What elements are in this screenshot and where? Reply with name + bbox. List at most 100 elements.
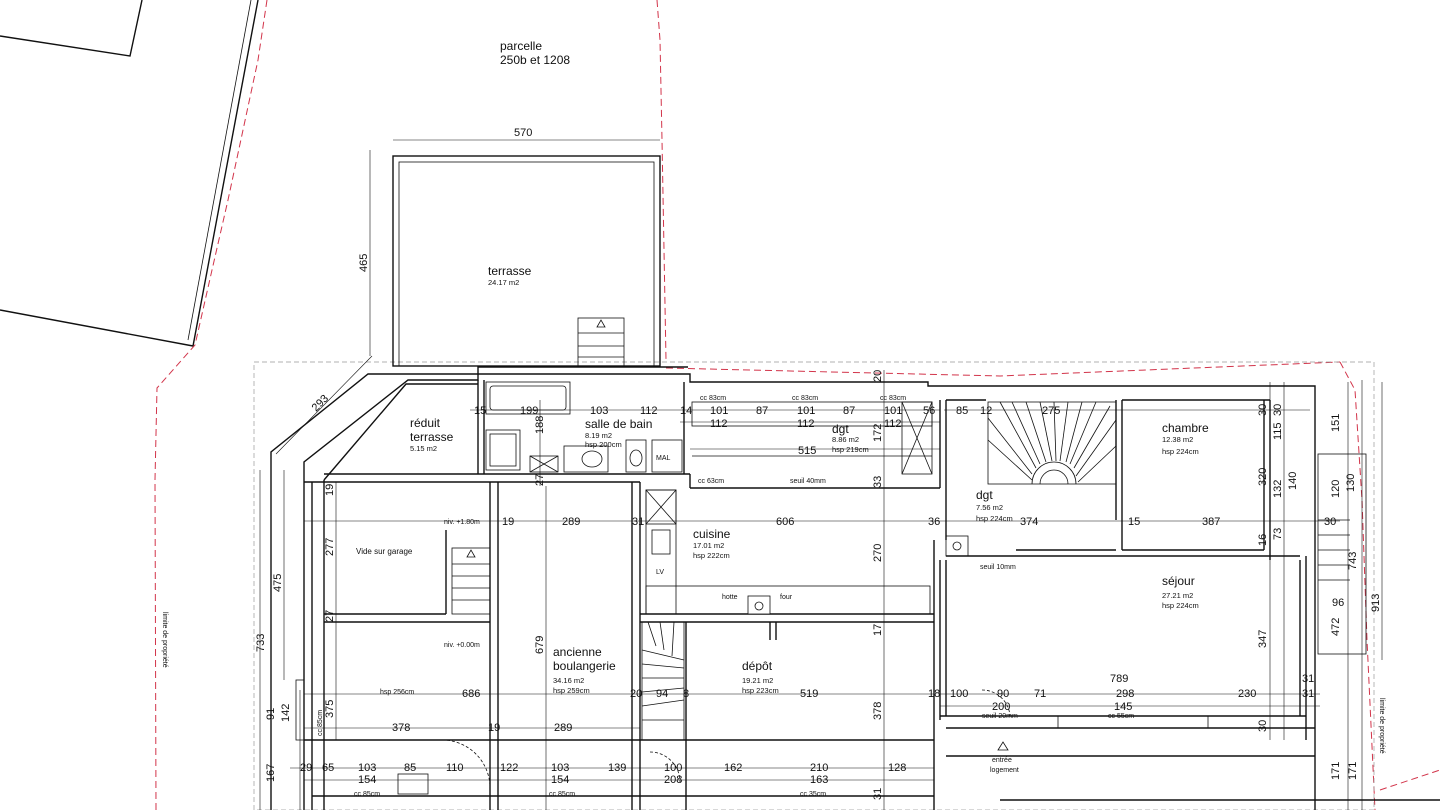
sdb-height: hsp 200cm — [585, 440, 622, 449]
lv-label: LV — [656, 569, 664, 576]
dim-270: 270 — [872, 544, 884, 562]
sejour-area: 27.21 m2 — [1162, 591, 1193, 600]
dgt1-name: dgt — [832, 422, 849, 436]
dim-30-d: 30 — [1257, 720, 1269, 732]
dimension-values: 570 465 293 20 15 199 103 112 14 101 87 … — [255, 127, 1382, 800]
dim-200: 200 — [992, 701, 1010, 713]
right-exterior-steps — [1317, 453, 1367, 655]
seuil-40-label: seuil 40mm — [790, 478, 826, 485]
dim-275: 275 — [1042, 405, 1060, 417]
doors — [295, 679, 1209, 795]
cc-83-label-c: cc 83cm — [880, 395, 906, 402]
cc-83-label-b: cc 83cm — [792, 395, 818, 402]
dim-606: 606 — [776, 516, 794, 528]
dim-27-a: 27 — [534, 474, 546, 486]
terrasse-area: 24.17 m2 — [488, 278, 519, 287]
entree-label-2: logement — [990, 767, 1019, 774]
dim-110: 110 — [446, 762, 464, 774]
terrace — [392, 155, 661, 367]
dim-65: 65 — [322, 762, 334, 774]
dgt1-height: hsp 219cm — [832, 445, 869, 454]
dgt2-height: hsp 224cm — [976, 514, 1013, 523]
dim-87-a: 87 — [756, 405, 768, 417]
dim-112-b: 112 — [710, 418, 728, 430]
niv-top-label: niv. +1.80m — [444, 519, 480, 526]
chambre-name: chambre — [1162, 421, 1209, 435]
boulangerie-height: hsp 259cm — [553, 686, 590, 695]
dim-115: 115 — [1272, 422, 1284, 440]
depot-name: dépôt — [742, 659, 773, 673]
depot-height: hsp 223cm — [742, 686, 779, 695]
dim-29: 29 — [300, 762, 312, 774]
dim-27-b: 27 — [324, 610, 336, 622]
dim-30-c: 30 — [1324, 516, 1336, 528]
dim-789: 789 — [1110, 673, 1128, 685]
dim-73: 73 — [1272, 528, 1284, 540]
building-walls — [270, 366, 1440, 810]
dim-130: 130 — [1345, 474, 1357, 492]
dim-19-a: 19 — [324, 484, 336, 496]
cuisine-height: hsp 222cm — [693, 551, 730, 560]
dim-472: 472 — [1330, 618, 1342, 636]
sejour-name: séjour — [1162, 574, 1195, 588]
hull-outline — [253, 361, 1375, 810]
dim-14: 14 — [680, 405, 692, 417]
main-staircase — [987, 401, 1117, 485]
dim-112-c: 112 — [797, 418, 815, 430]
bathroom-fixtures — [485, 381, 683, 473]
dim-475: 475 — [272, 574, 284, 592]
dim-101-b: 101 — [797, 405, 815, 417]
sejour-height: hsp 224cm — [1162, 601, 1199, 610]
cc-85-label-b: cc 85cm — [549, 791, 575, 798]
dim-733: 733 — [255, 634, 267, 652]
seuil-10-label: seuil 10mm — [980, 564, 1016, 571]
dim-188: 188 — [534, 416, 546, 434]
terrasse-name: terrasse — [488, 264, 532, 278]
property-limit-label-right: limite de propriété — [1378, 698, 1385, 754]
dim-679: 679 — [534, 636, 546, 654]
dim-103-a: 103 — [590, 405, 608, 417]
dim-91: 91 — [265, 708, 277, 720]
reduit-name-2: terrasse — [410, 430, 454, 444]
dim-515: 515 — [798, 445, 816, 457]
dim-132: 132 — [1272, 480, 1284, 498]
four-label: four — [780, 594, 793, 601]
cc-85-vertical-label: cc 85cm — [317, 710, 324, 736]
dim-94: 94 — [656, 688, 668, 700]
dim-30-a: 30 — [1257, 404, 1269, 416]
dim-56: 56 — [923, 405, 935, 417]
cc-55-label: cc 55cm — [1108, 713, 1134, 720]
dim-20-top: 20 — [872, 370, 884, 382]
dgt2-area: 7.56 m2 — [976, 503, 1003, 512]
dim-16: 16 — [1257, 534, 1269, 546]
dim-378-a: 378 — [392, 722, 410, 734]
dim-163: 163 — [810, 774, 828, 786]
sdb-area: 8.19 m2 — [585, 431, 612, 440]
dim-18: 18 — [928, 688, 940, 700]
dim-30-b: 30 — [1272, 404, 1284, 416]
dim-172: 172 — [872, 424, 884, 442]
dim-101-a: 101 — [710, 405, 728, 417]
dim-378-b: 378 — [872, 702, 884, 720]
dim-387: 387 — [1202, 516, 1220, 528]
dim-570: 570 — [514, 127, 532, 139]
dim-913: 913 — [1370, 594, 1382, 612]
property-limit-lines — [154, 0, 1440, 810]
neighbour-building — [0, 0, 259, 347]
labels: parcelle 250b et 1208 terrasse 24.17 m2 … — [317, 39, 1209, 798]
reduit-name-1: réduit — [410, 416, 441, 430]
dim-101-c: 101 — [884, 405, 902, 417]
dim-122: 122 — [500, 762, 518, 774]
cuisine-area: 17.01 m2 — [693, 541, 724, 550]
seuil-20-label: seuil 20mm — [982, 713, 1018, 720]
dim-103-b: 103 — [358, 762, 376, 774]
dim-103-c: 103 — [551, 762, 569, 774]
dim-167: 167 — [265, 764, 277, 782]
dim-154-b: 154 — [551, 774, 569, 786]
kitchen-fixtures — [645, 489, 969, 615]
dim-140: 140 — [1287, 472, 1299, 490]
entree-label-1: entrée — [992, 757, 1012, 764]
chambre-height: hsp 224cm — [1162, 447, 1199, 456]
cuisine-name: cuisine — [693, 527, 731, 541]
